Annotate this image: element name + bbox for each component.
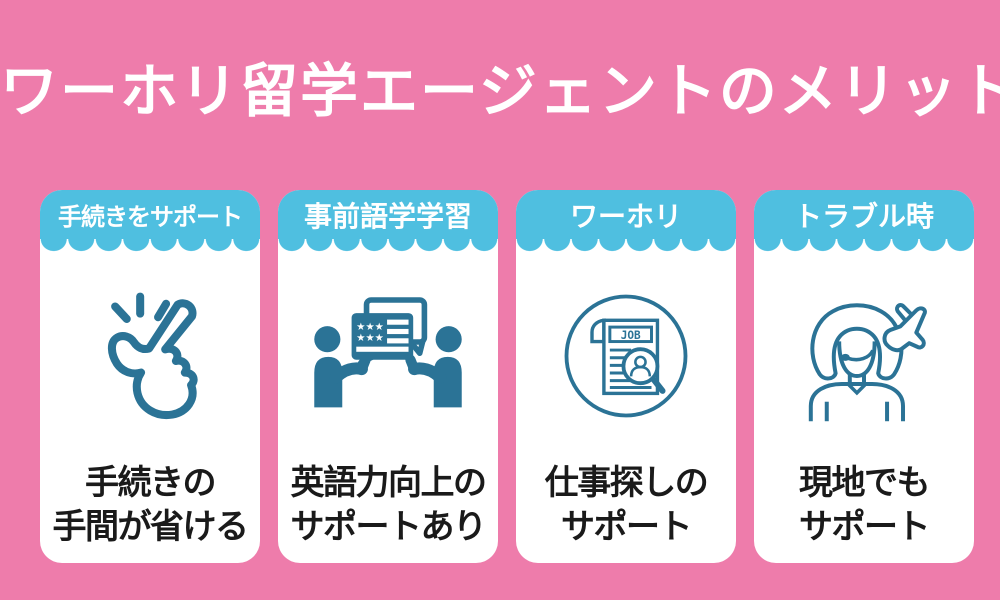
wave-edge — [40, 239, 260, 252]
caption-line-1: 仕事探しの — [544, 462, 709, 503]
benefit-card-trouble: トラブル時 — [754, 190, 974, 563]
card-icon-area — [754, 252, 974, 461]
card-caption: 仕事探しの サポート — [516, 461, 736, 563]
caption-line-2: サポート — [799, 506, 931, 547]
benefit-card-procedure: 手続きをサポート 手続きの 手間が省ける — [40, 190, 260, 563]
badge-label: 事前語学学習 — [303, 199, 472, 233]
benefit-cards-row: 手続きをサポート 手続きの 手間が省ける — [40, 190, 974, 563]
job-search-newspaper-icon: JOB — [564, 294, 688, 418]
caption-line-1: 手続きの — [85, 462, 217, 503]
caption-line-1: 現地でも — [799, 462, 931, 503]
card-caption: 英語力向上の サポートあり — [278, 461, 498, 563]
benefit-card-workingholiday: ワーホリ JOB — [516, 190, 736, 563]
snap-fingers-easy-icon — [107, 292, 198, 419]
support-agent-airplane-icon — [808, 302, 927, 422]
wave-edge — [516, 239, 736, 252]
card-badge: 手続きをサポート — [40, 190, 260, 239]
card-icon-area: JOB — [516, 252, 736, 461]
flag-stars-row: ★★★ — [356, 321, 384, 333]
caption-line-2: サポート — [561, 506, 693, 547]
caption-line-2: サポートあり — [290, 506, 488, 547]
wave-edge — [754, 239, 974, 252]
card-icon-area — [40, 252, 260, 461]
card-badge: 事前語学学習 — [278, 190, 498, 239]
card-caption: 手続きの 手間が省ける — [40, 461, 260, 563]
conversation-flag-icon: ★★★ ★★★ — [314, 297, 462, 408]
caption-line-1: 英語力向上の — [290, 462, 488, 503]
card-badge: トラブル時 — [754, 190, 974, 239]
badge-label: トラブル時 — [793, 199, 934, 233]
card-caption: 現地でも サポート — [754, 461, 974, 563]
job-label: JOB — [621, 329, 641, 342]
badge-label: 手続きをサポート — [58, 203, 243, 231]
wave-edge — [278, 239, 498, 252]
benefit-card-language: 事前語学学習 ★★★ ★★★ — [278, 190, 498, 563]
caption-line-2: 手間が省ける — [52, 506, 250, 547]
card-badge: ワーホリ — [516, 190, 736, 239]
page-title: ワーホリ留学エージェントのメリット — [0, 57, 1000, 125]
flag-stars-row: ★★★ — [356, 332, 384, 344]
card-icon-area: ★★★ ★★★ — [278, 252, 498, 461]
badge-label: ワーホリ — [569, 199, 682, 233]
